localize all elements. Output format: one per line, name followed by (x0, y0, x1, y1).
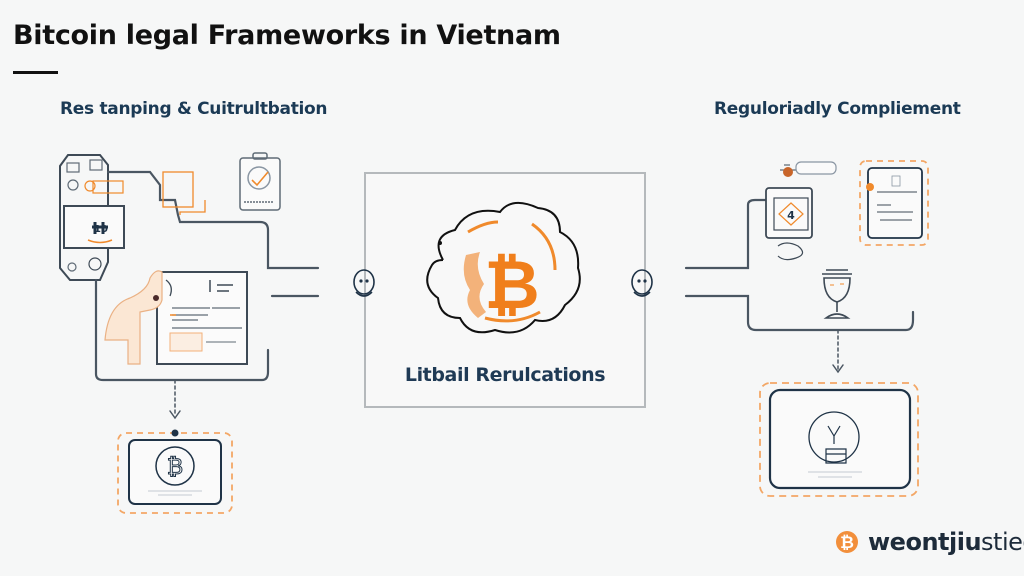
svg-text:₿: ₿ (840, 533, 854, 553)
left-small-icons (66, 159, 124, 272)
left-device-panel (59, 154, 125, 281)
center-regulations-panel: Litbail Rerulcations (364, 172, 646, 408)
right-bottom-card (759, 382, 919, 497)
clipboard-check-icon (239, 152, 281, 211)
left-person-icon (353, 269, 375, 297)
brand-name-light: stied (981, 528, 1024, 556)
left-badge-number: 10 (94, 224, 108, 235)
brand-name: weontjiustied (868, 528, 1024, 556)
device-digit: 4 (787, 209, 795, 222)
bitcoin-cloud-icon: ₿ (426, 201, 581, 334)
left-badge: 10 (94, 224, 108, 235)
bitcoin-logo-icon: ₿ (836, 531, 858, 553)
brand-name-bold: weontjiu (868, 528, 982, 556)
goblet-icon (822, 269, 852, 319)
right-device-illustration: 4 (765, 161, 837, 261)
left-section-label: Res tanping & Cuitrultbation (60, 99, 328, 119)
bitcoin-symbol: ₿ (484, 246, 539, 325)
brand-logo: ₿ weontjiustied (832, 527, 1024, 557)
center-panel-label: Litbail Rerulcations (404, 364, 606, 386)
right-section-label: Reguloriadly Compliement (714, 99, 961, 119)
left-bitcoin-card: ₿ (117, 429, 233, 514)
right-document-card (859, 160, 929, 246)
page-title: Bitcoin legal Frameworks in Vietnam (13, 20, 561, 51)
title-underline (13, 71, 58, 74)
left-orange-connector (162, 171, 206, 215)
document-review-illustration (104, 270, 248, 365)
right-connectors (684, 198, 915, 374)
right-person-icon (631, 269, 653, 297)
bitcoin-outline-icon: ₿ (167, 455, 183, 480)
